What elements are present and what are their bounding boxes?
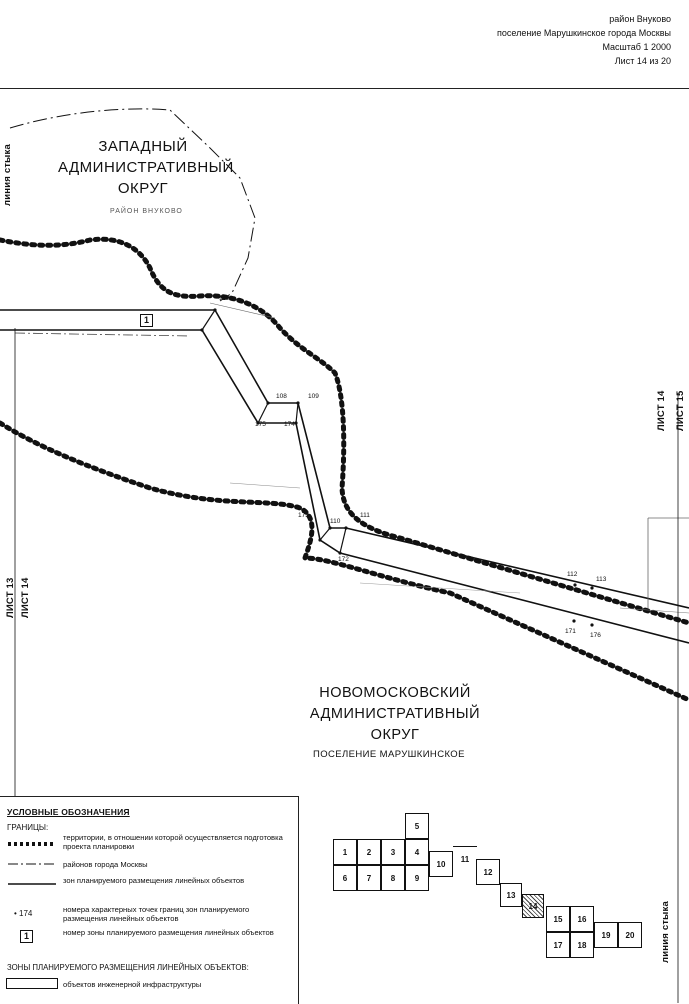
index-cell: 9 xyxy=(405,865,429,891)
infrastructure-zone-symbol xyxy=(6,978,58,989)
sheet-left-label-a: ЛИСТ 13 xyxy=(5,577,16,618)
legend-item-points: номера характерных точек границ зон план… xyxy=(63,905,250,923)
planning-boundary-lower xyxy=(0,420,689,703)
index-cell: 4 xyxy=(405,839,429,865)
index-cell: 19 xyxy=(594,922,618,948)
legend-item-zone-number: номер зоны планируемого размещения линей… xyxy=(63,928,274,937)
characteristic-points xyxy=(200,308,594,627)
point-label: 108 xyxy=(276,393,287,400)
district-line-symbol xyxy=(8,863,56,865)
settlement-map-label: ПОСЕЛЕНИЕ МАРУШКИНСКОЕ xyxy=(313,749,465,760)
point-label: 113 xyxy=(596,576,607,583)
district-boundary xyxy=(9,108,256,302)
south-okrug-label: НОВОМОСКОВСКИЙ АДМИНИСТРАТИВНЫЙ ОКРУГ xyxy=(309,685,481,743)
legend-item-territory: территории, в отношении которой осуществ… xyxy=(63,833,283,851)
point-label: 112 xyxy=(567,571,578,578)
point-label: 175 xyxy=(255,421,266,428)
index-cell: 2 xyxy=(357,839,381,865)
sheet-right-label-a: ЛИСТ 14 xyxy=(656,390,667,431)
legend-item-districts: районов города Москвы xyxy=(63,860,148,869)
index-cell: 1 xyxy=(333,839,357,865)
sheet-header: район Внуково поселение Марушкинское гор… xyxy=(0,0,689,89)
point-label: 111 xyxy=(360,512,370,519)
index-cell: 15 xyxy=(546,906,570,932)
legend-title: УСЛОВНЫЕ ОБОЗНАЧЕНИЯ xyxy=(7,807,130,817)
legend-item-zones: зон планируемого размещения линейных объ… xyxy=(63,876,245,885)
dotted-boundary-symbol xyxy=(8,842,56,846)
right-stitch-label: линия стыка xyxy=(660,901,671,963)
index-cell: 12 xyxy=(476,859,500,885)
map-area: линия стыка ЛИСТ 13 ЛИСТ 14 ЛИСТ 14 ЛИСТ… xyxy=(0,88,689,1003)
point-label: 110 xyxy=(330,518,341,525)
point-label: 172 xyxy=(338,556,349,563)
zone-number-badge: 1 xyxy=(140,314,153,327)
zone-badge-symbol: 1 xyxy=(20,930,33,943)
index-cell: 10 xyxy=(429,851,453,877)
index-cell: 6 xyxy=(333,865,357,891)
sheet-number-label: Лист 14 из 20 xyxy=(614,56,671,66)
west-district-faint: РАЙОН ВНУКОВО xyxy=(110,208,183,215)
settlement-label: поселение Марушкинское города Москвы xyxy=(496,28,671,38)
index-cell: 7 xyxy=(357,865,381,891)
district-label: район Внуково xyxy=(609,14,671,24)
planning-boundary-upper xyxy=(0,236,689,626)
index-cell: 11 xyxy=(453,846,477,872)
left-stitch-label: линия стыка xyxy=(2,144,13,206)
index-cell: 16 xyxy=(570,906,594,932)
index-cell-current: 14 xyxy=(522,894,544,918)
legend-item-infrastructure: объектов инженерной инфраструктуры xyxy=(63,980,202,989)
index-cell: 3 xyxy=(381,839,405,865)
west-okrug-label: ЗАПАДНЫЙ АДМИНИСТРАТИВНЫЙ ОКРУГ xyxy=(58,138,234,197)
legend-zones-heading: ЗОНЫ ПЛАНИРУЕМОГО РАЗМЕЩЕНИЯ ЛИНЕЙНЫХ ОБ… xyxy=(7,963,249,972)
scale-label: Масштаб 1 2000 xyxy=(602,42,671,52)
point-symbol: • 174 xyxy=(14,909,33,918)
index-cell: 17 xyxy=(546,932,570,958)
index-cell: 13 xyxy=(500,883,522,907)
index-cell: 18 xyxy=(570,932,594,958)
point-label: 110 xyxy=(219,295,230,302)
point-label: 109 xyxy=(308,393,319,400)
zone-line-symbol xyxy=(8,883,56,885)
sheet-left-label-b: ЛИСТ 14 xyxy=(20,577,31,618)
point-label: 173 xyxy=(298,512,309,519)
legend-boundaries-heading: ГРАНИЦЫ: xyxy=(7,823,49,832)
sheet-right-label-b: ЛИСТ 15 xyxy=(675,390,686,431)
point-label: 171 xyxy=(565,628,576,635)
index-cell: 8 xyxy=(381,865,405,891)
legend-panel: УСЛОВНЫЕ ОБОЗНАЧЕНИЯ ГРАНИЦЫ: территории… xyxy=(0,796,299,1004)
point-label: 176 xyxy=(590,632,601,639)
index-cell: 5 xyxy=(405,813,429,839)
index-cell: 20 xyxy=(618,922,642,948)
point-label: 174 xyxy=(284,421,295,428)
